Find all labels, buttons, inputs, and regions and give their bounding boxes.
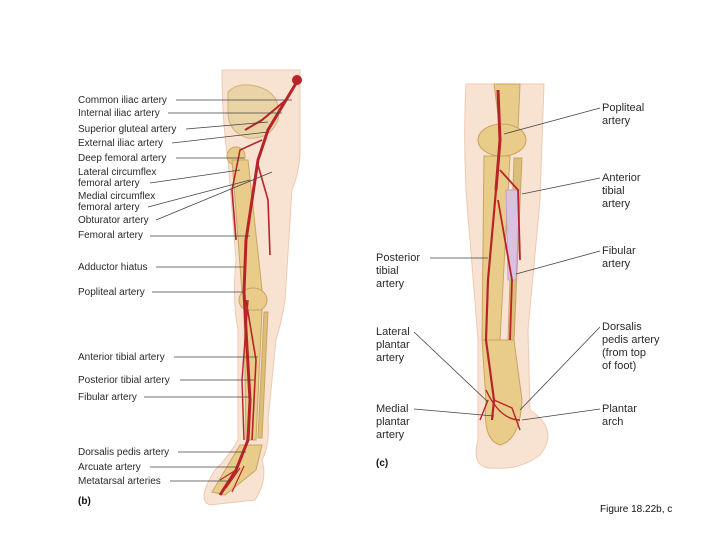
label-femoral-artery: Femoral artery: [78, 230, 143, 241]
label-dorsalis-pedis-c-1: Dorsalis: [602, 321, 642, 333]
label-plantar-arch-2: arch: [602, 416, 623, 428]
label-anterior-tibial-c-3: artery: [602, 198, 630, 210]
leg-c-illustration: [465, 84, 548, 468]
panel-c-letter: (c): [376, 458, 388, 469]
label-dorsalis-pedis-artery-b: Dorsalis pedis artery: [78, 447, 169, 458]
label-deep-femoral-artery: Deep femoral artery: [78, 153, 166, 164]
label-fibular-c-2: artery: [602, 258, 630, 270]
label-lateral-plantar-3: artery: [376, 352, 404, 364]
label-popliteal-artery-b: Popliteal artery: [78, 287, 145, 298]
label-popliteal-c-2: artery: [602, 115, 630, 127]
label-lateral-circumflex: Lateral circumflex: [78, 167, 156, 178]
label-posterior-tibial-c-3: artery: [376, 278, 404, 290]
label-anterior-tibial-c-1: Anterior: [602, 172, 641, 184]
label-medial-plantar-2: plantar: [376, 416, 410, 428]
figure-caption: Figure 18.22b, c: [600, 504, 672, 515]
label-lateral-plantar-1: Lateral: [376, 326, 410, 338]
label-medial-circumflex-2: femoral artery: [78, 202, 140, 213]
label-fibular-c-1: Fibular: [602, 245, 636, 257]
label-medial-plantar-1: Medial: [376, 403, 408, 415]
label-external-iliac-artery: External iliac artery: [78, 138, 163, 149]
label-dorsalis-pedis-c-4: of foot): [602, 360, 636, 372]
label-adductor-hiatus: Adductor hiatus: [78, 262, 148, 273]
label-popliteal-c-1: Popliteal: [602, 102, 644, 114]
label-medial-plantar-3: artery: [376, 429, 404, 441]
panel-b-letter: (b): [78, 496, 91, 507]
label-common-iliac-artery: Common iliac artery: [78, 95, 167, 106]
label-fibular-artery-b: Fibular artery: [78, 392, 137, 403]
leg-c-knee: [478, 124, 526, 156]
leg-b-vessel-top: [292, 75, 302, 85]
label-anterior-tibial-c-2: tibial: [602, 185, 625, 197]
label-posterior-tibial-c-1: Posterior: [376, 252, 420, 264]
label-dorsalis-pedis-c-3: (from top: [602, 347, 646, 359]
label-posterior-tibial-c-2: tibial: [376, 265, 399, 277]
label-anterior-tibial-artery-b: Anterior tibial artery: [78, 352, 165, 363]
label-superior-gluteal-artery: Superior gluteal artery: [78, 124, 176, 135]
label-lateral-circumflex-2: femoral artery: [78, 178, 140, 189]
label-internal-iliac-artery: Internal iliac artery: [78, 108, 160, 119]
label-posterior-tibial-artery-b: Posterior tibial artery: [78, 375, 170, 386]
label-metatarsal-arteries: Metatarsal arteries: [78, 476, 161, 487]
label-plantar-arch-1: Plantar: [602, 403, 637, 415]
leg-b-illustration: [204, 70, 302, 505]
label-lateral-plantar-2: plantar: [376, 339, 410, 351]
label-arcuate-artery: Arcuate artery: [78, 462, 141, 473]
label-obturator-artery: Obturator artery: [78, 215, 149, 226]
label-medial-circumflex: Medial circumflex: [78, 191, 155, 202]
label-dorsalis-pedis-c-2: pedis artery: [602, 334, 659, 346]
